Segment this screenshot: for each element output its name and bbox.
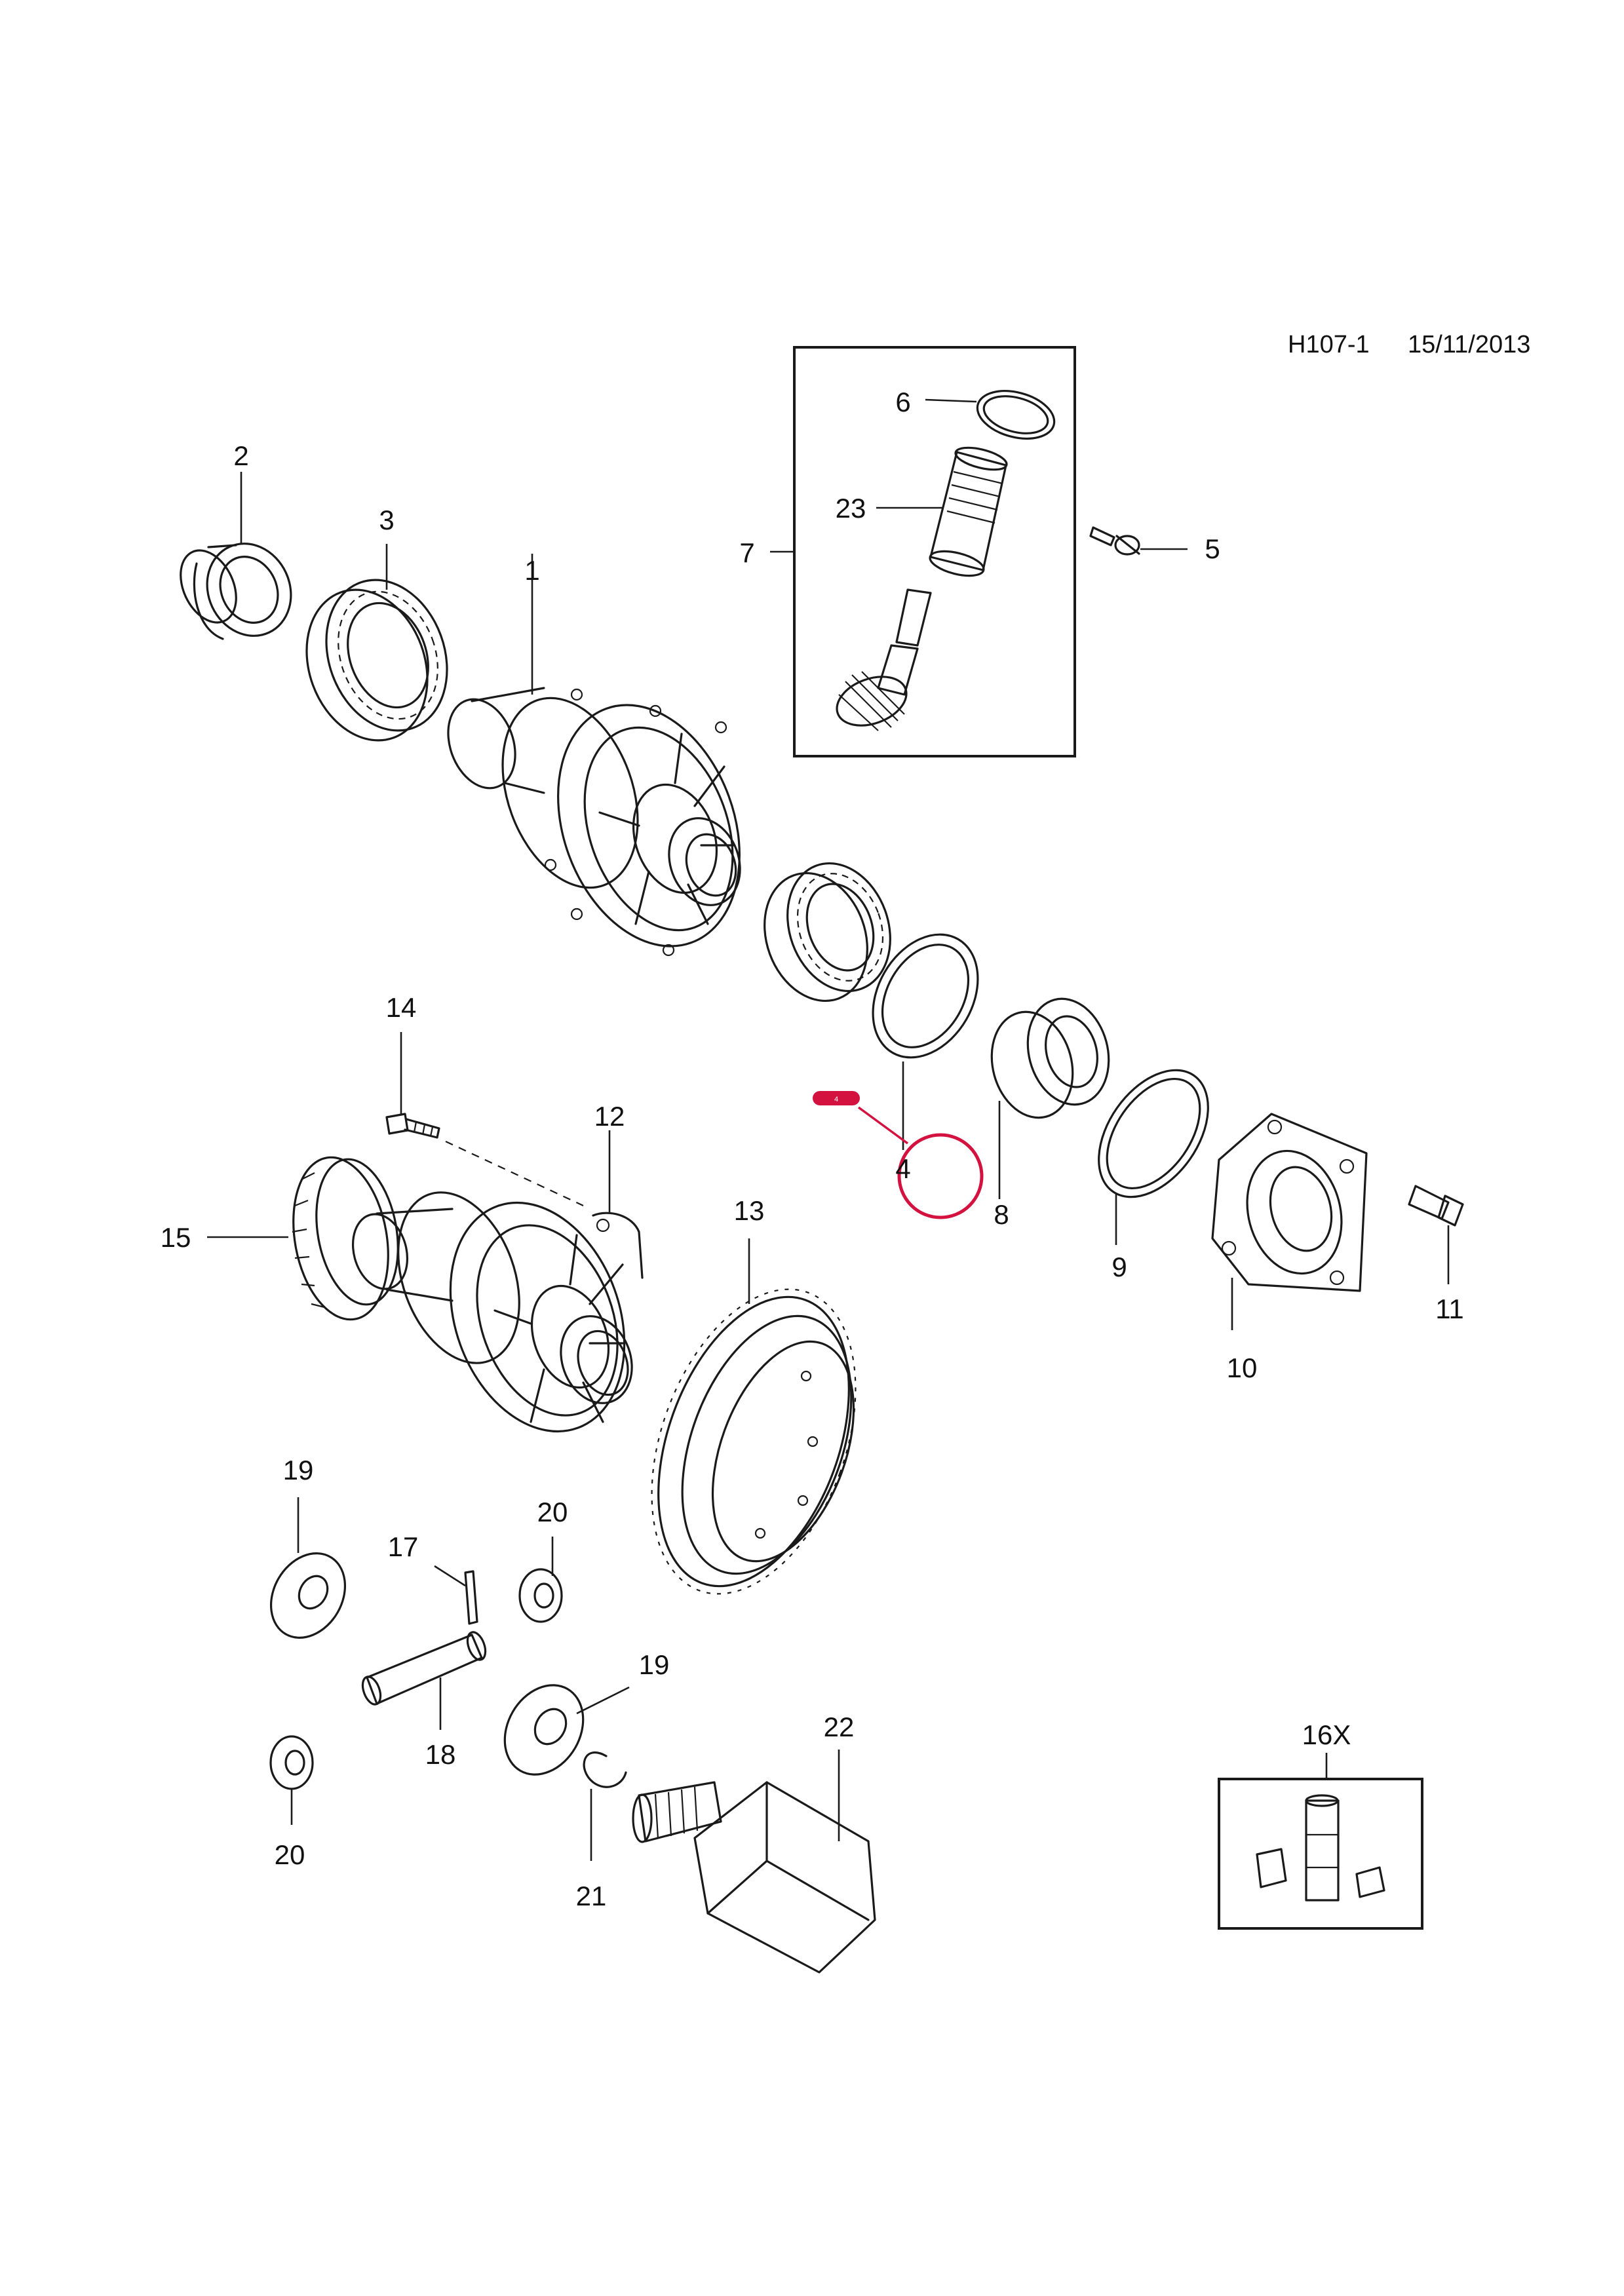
part-8-seal[interactable] (980, 989, 1120, 1126)
part-16x-kit-box (1218, 1778, 1423, 1930)
part-23-speedo-sleeve[interactable] (927, 444, 1009, 581)
part-17-pin[interactable] (464, 1570, 478, 1625)
part-20-washer-a[interactable] (518, 1568, 563, 1623)
part-1-differential-case[interactable] (436, 679, 771, 972)
part-16x-kit-pieces[interactable] (1256, 1794, 1385, 1902)
highlight-marker-part-4[interactable]: 4 (813, 1091, 984, 1219)
part-15-drive-gear[interactable] (281, 1150, 408, 1328)
diagram-code: H107-1 (1288, 331, 1370, 358)
label-part-7: 7 (739, 537, 754, 568)
label-part-4: 4 (895, 1153, 910, 1184)
part-11-bolt[interactable] (1408, 1185, 1464, 1227)
label-part-10: 10 (1227, 1352, 1258, 1383)
part-7-speedo-gear[interactable] (830, 588, 932, 735)
label-part-16x: 16X (1302, 1719, 1351, 1750)
part-19-thrust-washer-b[interactable] (489, 1671, 598, 1789)
part-4-shim-ring[interactable] (852, 915, 999, 1076)
label-part-23: 23 (836, 493, 866, 524)
label-part-1: 1 (524, 555, 539, 586)
part-19-thrust-washer-a[interactable] (256, 1540, 360, 1651)
diagram-date: 15/11/2013 (1408, 331, 1531, 358)
label-part-19-upper: 19 (283, 1455, 314, 1485)
label-part-9: 9 (1112, 1252, 1127, 1282)
label-part-12: 12 (594, 1101, 625, 1132)
part-21-circlip[interactable] (583, 1751, 627, 1788)
leader-lines (207, 398, 1450, 1861)
part-14-bolt[interactable] (385, 1113, 440, 1139)
label-part-3: 3 (379, 505, 394, 535)
label-part-17: 17 (388, 1531, 419, 1562)
label-part-15: 15 (161, 1222, 191, 1253)
label-part-11: 11 (1435, 1293, 1464, 1324)
part-2-bearing-cup[interactable] (170, 530, 306, 650)
part-20-washer-b[interactable] (269, 1735, 314, 1790)
label-part-2: 2 (233, 440, 248, 471)
label-part-22: 22 (824, 1712, 855, 1742)
part-12-differential-case[interactable] (345, 1176, 655, 1456)
label-part-20-upper: 20 (537, 1497, 568, 1527)
dashed-assembly-line (445, 1141, 584, 1206)
highlight-tag-label: 4 (834, 1096, 838, 1103)
part-18-cross-shaft[interactable] (359, 1630, 489, 1707)
label-part-21: 21 (576, 1881, 607, 1911)
part-5-bolt[interactable] (1089, 526, 1140, 556)
label-part-13: 13 (734, 1195, 765, 1226)
label-part-20-lower: 20 (275, 1839, 305, 1870)
part-6-o-ring[interactable] (972, 383, 1060, 447)
label-part-14: 14 (386, 992, 417, 1023)
label-part-8: 8 (994, 1199, 1009, 1230)
label-part-6: 6 (895, 387, 910, 417)
label-part-18: 18 (425, 1739, 456, 1770)
part-10-flange[interactable] (1211, 1113, 1368, 1292)
part-22-inner-joint[interactable] (632, 1781, 876, 1974)
part-13-ring-gear[interactable] (613, 1261, 895, 1622)
part-9-ring[interactable] (1076, 1050, 1230, 1217)
label-part-5: 5 (1205, 533, 1220, 564)
bearing-large[interactable] (747, 849, 907, 1015)
label-part-19-lower: 19 (639, 1649, 670, 1680)
part-3-roller-bearing[interactable] (286, 563, 467, 757)
